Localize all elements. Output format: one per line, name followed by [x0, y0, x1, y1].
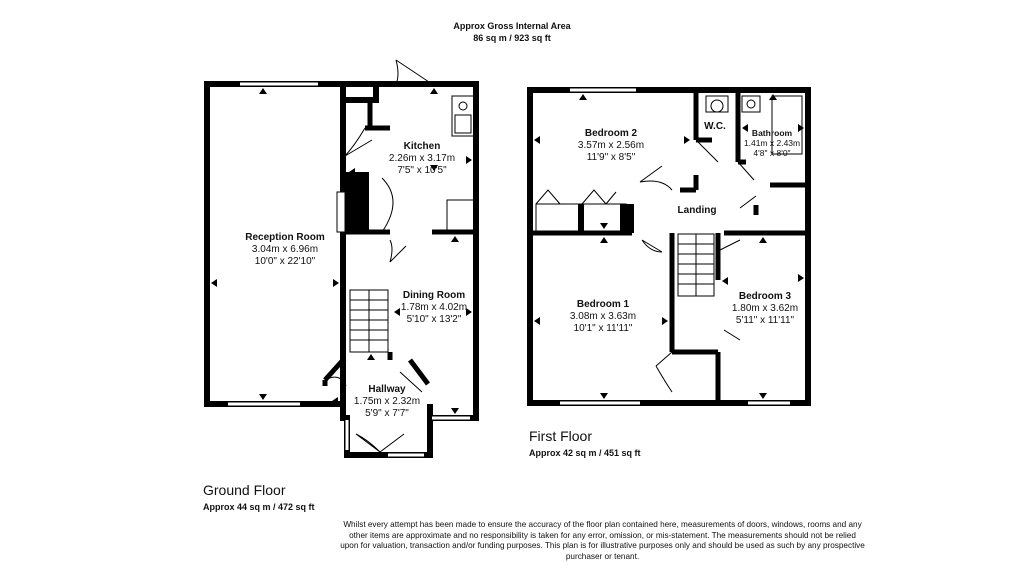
room-label-wc: W.C.: [704, 121, 726, 133]
kitchen-dining-walls: [343, 81, 379, 103]
room-imperial: 5'10" x 13'2": [406, 314, 462, 325]
room-imperial: 5'11" x 11'11": [735, 315, 795, 326]
ground-floor-area: Approx 44 sq m / 472 sq ft: [203, 502, 315, 512]
room-label-dining: Dining Room 1.78m x 4.02m 5'10" x 13'2": [401, 290, 467, 326]
room-imperial: 5'9" x 7'7": [365, 408, 409, 419]
room-label-bedroom3: Bedroom 3 1.80m x 3.62m 5'11" x 11'11": [732, 291, 798, 327]
room-name: Landing: [677, 205, 717, 216]
room-label-bathroom: Bathroom 1.41m x 2.43m 4'8" x 8'0": [744, 128, 800, 158]
ground-floor-title: Ground Floor: [203, 482, 286, 498]
room-imperial: 4'8" x 8'0": [753, 148, 791, 158]
room-label-bedroom2: Bedroom 2 3.57m x 2.56m 11'9" x 8'5": [578, 128, 644, 164]
gross-area-title: Approx Gross Internal Area: [453, 21, 571, 31]
room-metric: 3.57m x 2.56m: [577, 140, 645, 151]
room-imperial: 10'0" x 22'10": [254, 256, 316, 267]
ground-stairs: [349, 289, 389, 353]
room-name: Bedroom 3: [738, 291, 792, 302]
room-metric: 3.04m x 6.96m: [251, 244, 319, 255]
room-name: Hallway: [368, 384, 406, 395]
room-imperial: 7'5" x 10'5": [397, 165, 447, 176]
room-name: Reception Room: [245, 232, 325, 243]
room-imperial: 10'1" x 11'11": [573, 323, 633, 334]
room-name: W.C.: [704, 121, 726, 132]
room-name: Dining Room: [402, 290, 466, 301]
room-name: Kitchen: [403, 141, 441, 152]
room-imperial: 11'9" x 8'5": [586, 152, 636, 163]
gross-area-header: Approx Gross Internal Area 86 sq m / 923…: [412, 20, 612, 44]
room-metric: 1.78m x 4.02m: [400, 302, 468, 313]
room-name: Bedroom 1: [576, 299, 630, 310]
room-label-bedroom1: Bedroom 1 3.08m x 3.63m 10'1" x 11'11": [570, 299, 636, 335]
first-floor-area: Approx 42 sq m / 451 sq ft: [529, 448, 641, 458]
first-floor-outer-walls: [527, 87, 811, 406]
first-floor-title: First Floor: [529, 428, 592, 444]
chimney-breast: [343, 172, 369, 232]
room-label-landing: Landing: [678, 205, 717, 217]
hallway-walls: [340, 404, 433, 458]
gross-area-value: 86 sq m / 923 sq ft: [473, 33, 551, 43]
room-label-hallway: Hallway 1.75m x 2.32m 5'9" x 7'7": [354, 384, 420, 420]
room-metric: 2.26m x 3.17m: [388, 153, 456, 164]
first-floor-stairs: [677, 233, 715, 297]
room-label-reception: Reception Room 3.04m x 6.96m 10'0" x 22'…: [245, 232, 324, 268]
room-metric: 3.08m x 3.63m: [569, 311, 637, 322]
room-label-kitchen: Kitchen 2.26m x 3.17m 7'5" x 10'5": [389, 141, 455, 177]
room-metric: 1.75m x 2.32m: [353, 396, 421, 407]
disclaimer-text: Whilst every attempt has been made to en…: [340, 520, 865, 561]
room-name: Bathroom: [751, 128, 793, 138]
room-metric: 1.41m x 2.43m: [743, 138, 801, 148]
room-name: Bedroom 2: [584, 128, 638, 139]
room-metric: 1.80m x 3.62m: [731, 303, 799, 314]
